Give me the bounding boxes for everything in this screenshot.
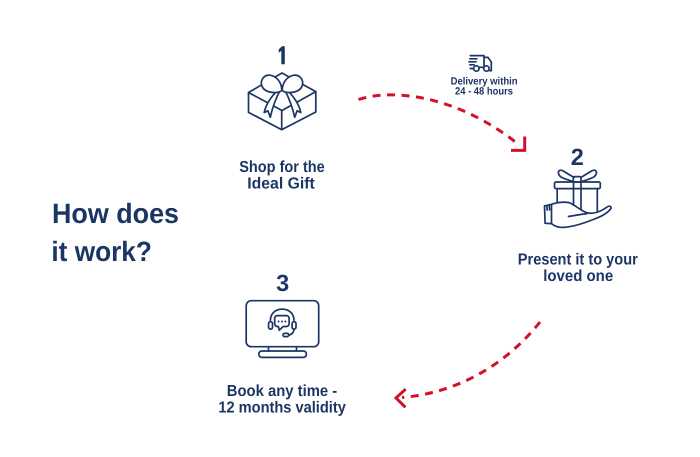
svg-text:loved one: loved one [543, 268, 613, 285]
svg-text:2: 2 [571, 144, 584, 170]
svg-text:12 months validity: 12 months validity [218, 399, 346, 416]
svg-text:Shop for the: Shop for the [239, 159, 325, 176]
svg-text:it work?: it work? [51, 236, 151, 267]
svg-text:Delivery within: Delivery within [451, 75, 518, 87]
svg-text:Ideal Gift: Ideal Gift [247, 176, 315, 193]
svg-text:3: 3 [276, 270, 289, 296]
svg-text:Present it to your: Present it to your [518, 252, 638, 269]
svg-text:24 - 48 hours: 24 - 48 hours [455, 85, 513, 97]
svg-text:Book any time -: Book any time - [227, 383, 338, 400]
svg-text:How does: How does [52, 198, 179, 229]
